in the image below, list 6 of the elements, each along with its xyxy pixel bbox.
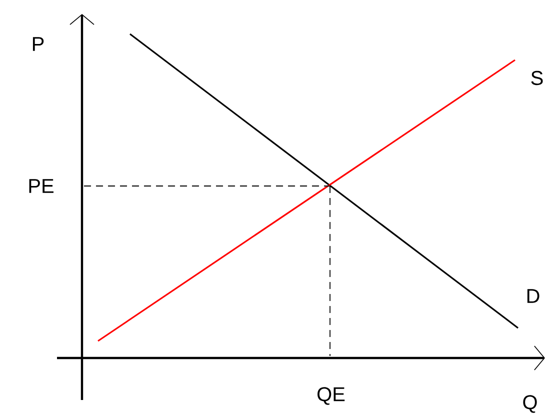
axis-label: Q [523,395,537,413]
axis-label: PE [29,179,54,193]
axis-label: P [32,37,44,51]
axis-label: QE [318,387,345,405]
curve-label: S [531,70,543,86]
curve-label: D [527,289,540,303]
